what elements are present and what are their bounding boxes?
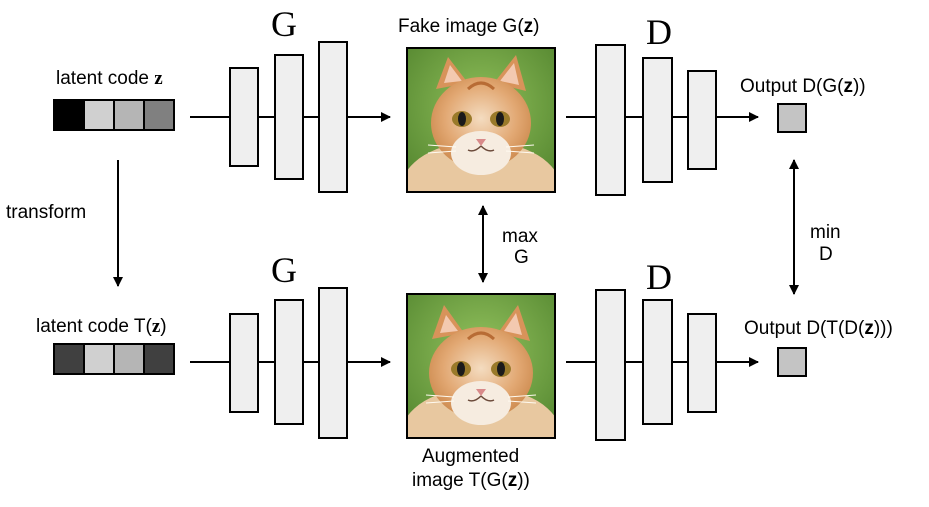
top-output-label-var: z (843, 76, 853, 97)
bottom-disc-layer-2 (642, 299, 673, 425)
top-latent-label: latent code z (56, 68, 163, 90)
augmented-label-line1: Augmented (422, 446, 520, 467)
bottom-gen-layer-2 (274, 299, 304, 425)
bottom-latent-code (53, 343, 175, 375)
bottom-output-box (777, 347, 807, 377)
bottom-gen-layer-1 (229, 313, 259, 413)
bottom-latent-cell-0 (53, 343, 85, 375)
bottom-latent-cell-3 (143, 343, 175, 375)
cat-illustration-top (408, 49, 554, 191)
augmented-label-var: z (507, 470, 518, 491)
bottom-output-label-pre: Output D(T(D( (744, 318, 865, 339)
fake-image-label-post: ) (533, 16, 540, 37)
bottom-output-label: Output D(T(D(z))) (744, 318, 893, 340)
fake-image-label-pre: Fake image G( (398, 16, 524, 37)
top-latent-var: z (154, 68, 163, 89)
top-generator-label: G (271, 4, 297, 44)
top-gen-layer-2 (274, 54, 304, 180)
augmented-label-post: )) (517, 470, 530, 491)
top-generator-layers (190, 41, 391, 193)
bottom-disc-layer-3 (687, 313, 717, 413)
fake-image (406, 47, 556, 193)
top-output-label-pre: Output D(G( (740, 76, 844, 97)
top-latent-label-text: latent code (56, 68, 155, 89)
bottom-latent-cell-2 (113, 343, 145, 375)
top-latent-cell-0 (53, 99, 85, 131)
max-g-label: G (514, 247, 529, 268)
top-gen-layer-3 (318, 41, 348, 193)
bottom-gen-layer-3 (318, 287, 348, 439)
top-output-box (777, 103, 807, 133)
top-gen-layer-1 (229, 67, 259, 167)
top-output-label: Output D(G(z)) (740, 76, 866, 98)
top-latent-cell-3 (143, 99, 175, 131)
bottom-output-label-var: z (864, 318, 874, 339)
top-disc-layer-1 (595, 44, 626, 196)
bottom-output-label-post: ))) (873, 318, 893, 339)
top-latent-cell-1 (83, 99, 115, 131)
top-output-label-post: )) (852, 76, 866, 97)
bottom-latent-label-pre: latent code T( (36, 316, 152, 337)
bottom-latent-label-post: ) (160, 316, 167, 337)
top-disc-layer-3 (687, 70, 717, 170)
fake-image-label-var: z (523, 16, 534, 37)
bottom-discriminator-label: D (646, 257, 672, 297)
max-label: max (502, 226, 538, 247)
bottom-discriminator-layers (566, 289, 759, 441)
top-latent-cell-2 (113, 99, 145, 131)
top-discriminator-layers (566, 44, 759, 196)
transform-label: transform (6, 202, 87, 223)
bottom-latent-var: z (151, 316, 161, 337)
augmented-label-pre: image T(G( (412, 470, 508, 491)
augmented-label-line2: image T(G(z)) (412, 470, 530, 492)
top-discriminator-label: D (646, 12, 672, 52)
bottom-latent-label: latent code T(z) (36, 316, 167, 338)
top-latent-code (53, 99, 175, 131)
augmented-image (406, 293, 556, 439)
bottom-generator-layers (190, 287, 391, 439)
cat-illustration-bottom (408, 295, 554, 437)
top-disc-layer-2 (642, 57, 673, 183)
bottom-latent-cell-1 (83, 343, 115, 375)
bottom-disc-layer-1 (595, 289, 626, 441)
min-d-label: D (819, 244, 833, 265)
fake-image-label: Fake image G(z) (398, 16, 539, 38)
min-label: min (810, 222, 841, 243)
bottom-generator-label: G (271, 250, 297, 290)
